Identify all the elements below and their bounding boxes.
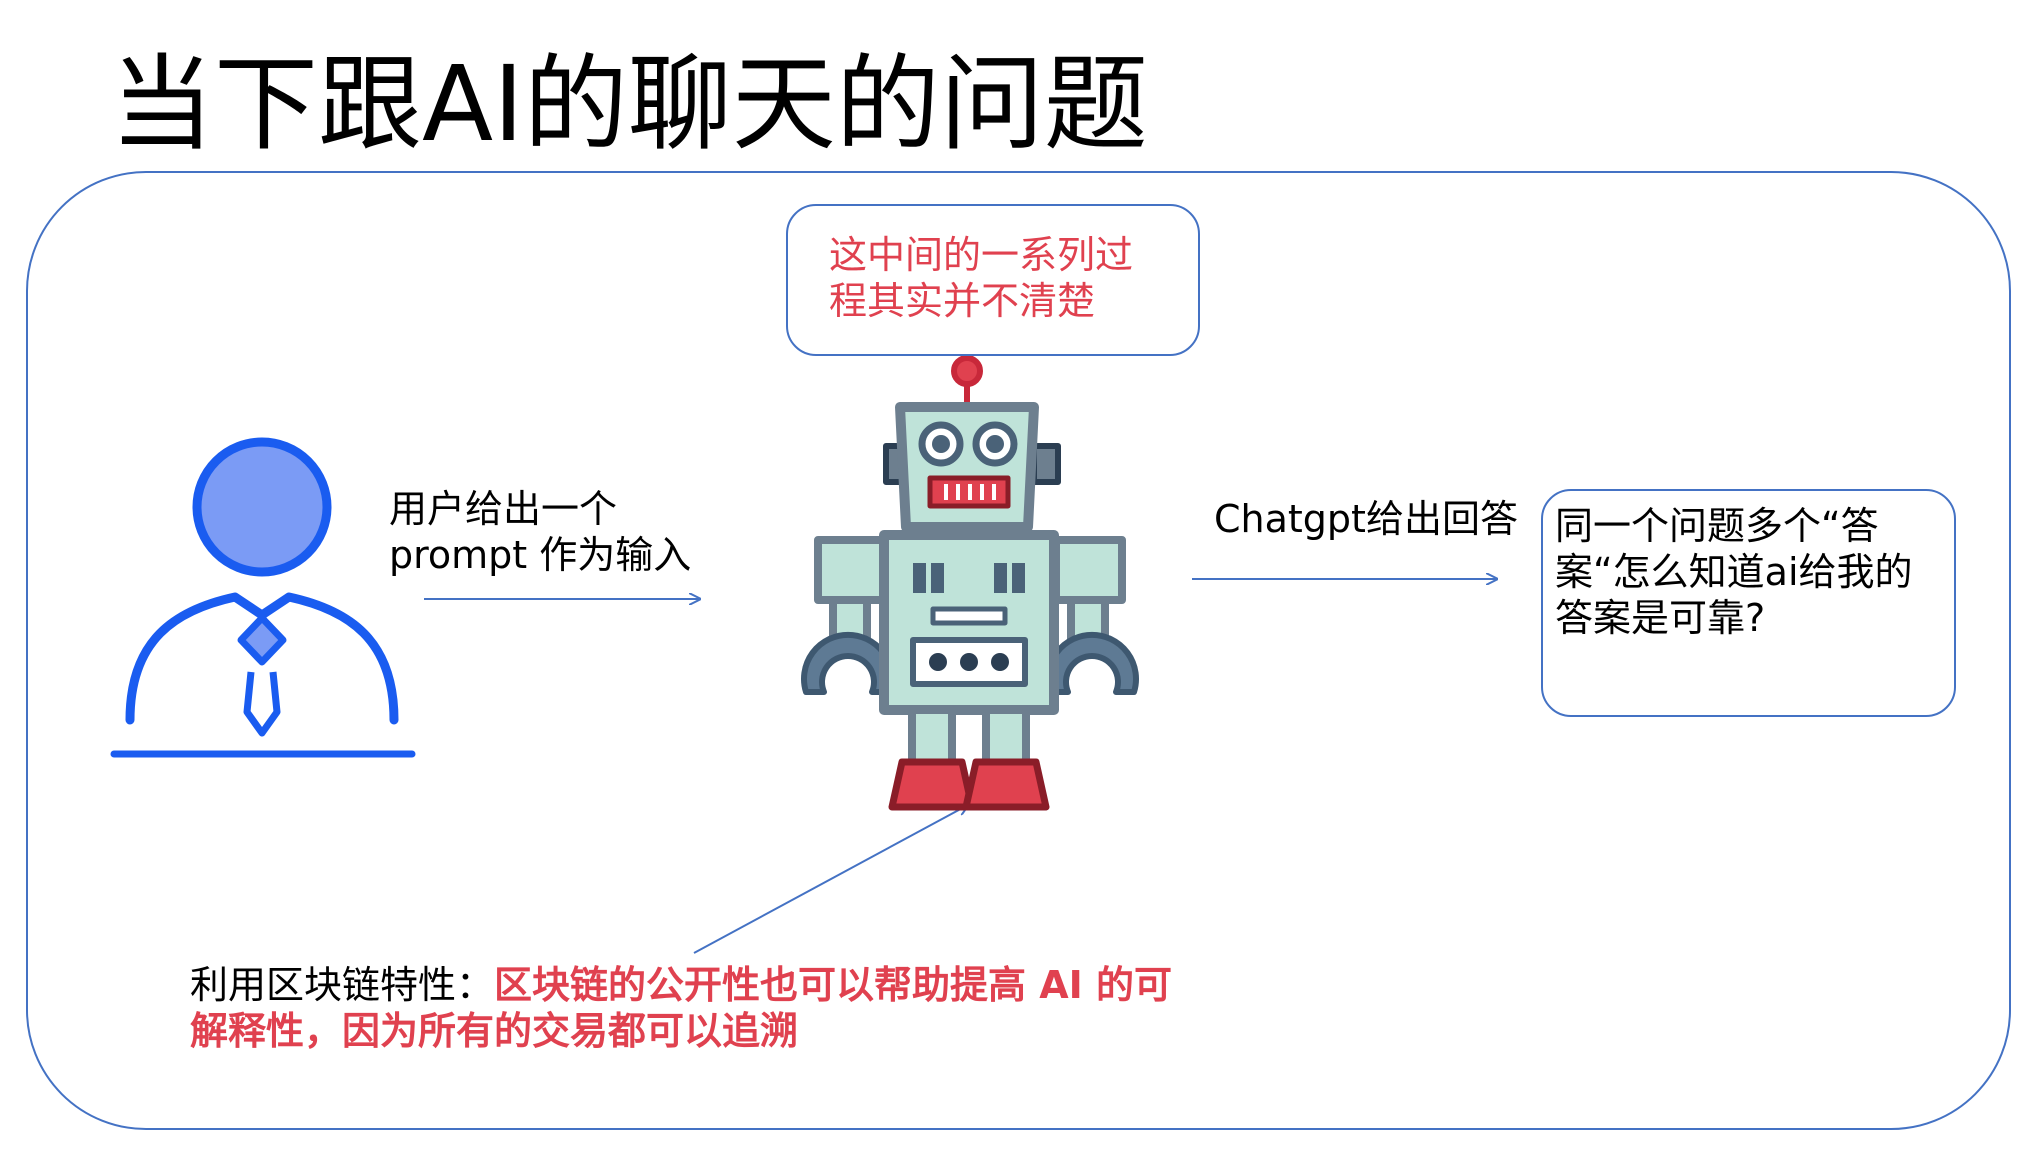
business-user-icon bbox=[110, 437, 416, 758]
label-line: 用户给出一个 bbox=[389, 487, 618, 531]
bubble-line: 答案是可靠? bbox=[1555, 596, 1766, 640]
note-line-2: 解释性，因为所有的交易都可以追溯 bbox=[190, 1009, 799, 1053]
bubble-line: 案“怎么知道ai给我的 bbox=[1555, 550, 1913, 594]
bubble-line: 这中间的一系列过 bbox=[829, 233, 1134, 277]
robot-icon bbox=[801, 355, 1139, 811]
bubble-line: 程其实并不清楚 bbox=[829, 279, 1096, 323]
page-title: 当下跟AI的聊天的问题 bbox=[110, 43, 1148, 165]
bubble-line: 同一个问题多个“答 bbox=[1555, 504, 1879, 548]
chatgpt-answer-label: Chatgpt给出回答 bbox=[1214, 497, 1518, 541]
label-line: prompt 作为输入 bbox=[389, 533, 692, 577]
user-input-label: 用户给出一个 prompt 作为输入 bbox=[389, 486, 691, 578]
answer-reliability-bubble: 同一个问题多个“答 案“怎么知道ai给我的 答案是可靠? bbox=[1541, 489, 1956, 717]
note-prefix: 利用区块链特性： bbox=[190, 963, 495, 1007]
note-line-1: 利用区块链特性：区块链的公开性也可以帮助提高 AI 的可 bbox=[190, 962, 1172, 1008]
diagram-frame bbox=[26, 171, 2011, 1130]
note-highlight: 区块链的公开性也可以帮助提高 AI 的可 bbox=[494, 963, 1173, 1007]
blockchain-note: 利用区块链特性：区块链的公开性也可以帮助提高 AI 的可 解释性，因为所有的交易… bbox=[190, 962, 1172, 1054]
arrow-note-to-robot bbox=[693, 805, 968, 954]
process-unclear-bubble: 这中间的一系列过 程其实并不清楚 bbox=[786, 204, 1200, 356]
